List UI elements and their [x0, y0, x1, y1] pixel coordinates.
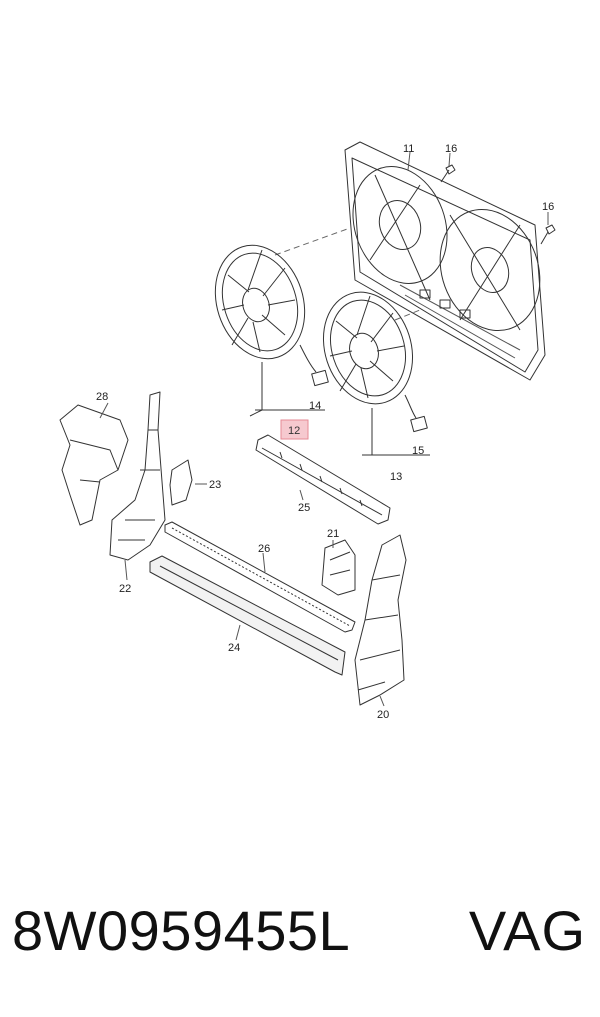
- callout-11: 11: [403, 143, 414, 155]
- highlight-box: [280, 419, 309, 440]
- fan-left: [214, 244, 329, 387]
- callout-14: 14: [309, 400, 321, 412]
- brand-caption: VAG: [468, 899, 586, 962]
- fan-right: [322, 291, 428, 433]
- left-upright: [109, 391, 166, 561]
- callout-labels: 11 16 16 14 12 15 13 28 23 25 26 21 22 2…: [96, 143, 554, 721]
- callout-26: 26: [258, 543, 270, 555]
- callout-13: 13: [390, 471, 402, 483]
- bracket-21: [321, 539, 356, 596]
- carrier-strip: [255, 434, 391, 525]
- right-upright: [354, 534, 407, 706]
- bracket-23: [169, 459, 193, 506]
- callout-23: 23: [209, 479, 221, 491]
- callout-12: 12: [288, 425, 300, 437]
- bolt-upper: [440, 164, 456, 183]
- fan-shroud-frame: [344, 141, 546, 381]
- callout-16-upper: 16: [445, 143, 457, 155]
- callout-21: 21: [327, 528, 339, 540]
- cross-member: [164, 521, 356, 633]
- callout-24: 24: [228, 642, 240, 654]
- bolt-right: [540, 224, 556, 245]
- callout-16-right: 16: [542, 201, 554, 213]
- left-air-guide: [59, 404, 129, 526]
- exploded-parts-diagram: 11 16 16 14 12 15 13 28 23 25 26 21 22 2…: [59, 141, 556, 721]
- callout-28: 28: [96, 391, 108, 403]
- callout-15: 15: [412, 445, 424, 457]
- part-number-caption: 8W0959455L: [12, 899, 351, 962]
- front-trim: [149, 555, 346, 676]
- callout-22: 22: [119, 583, 131, 595]
- callout-25: 25: [298, 502, 310, 514]
- callout-20: 20: [377, 709, 389, 721]
